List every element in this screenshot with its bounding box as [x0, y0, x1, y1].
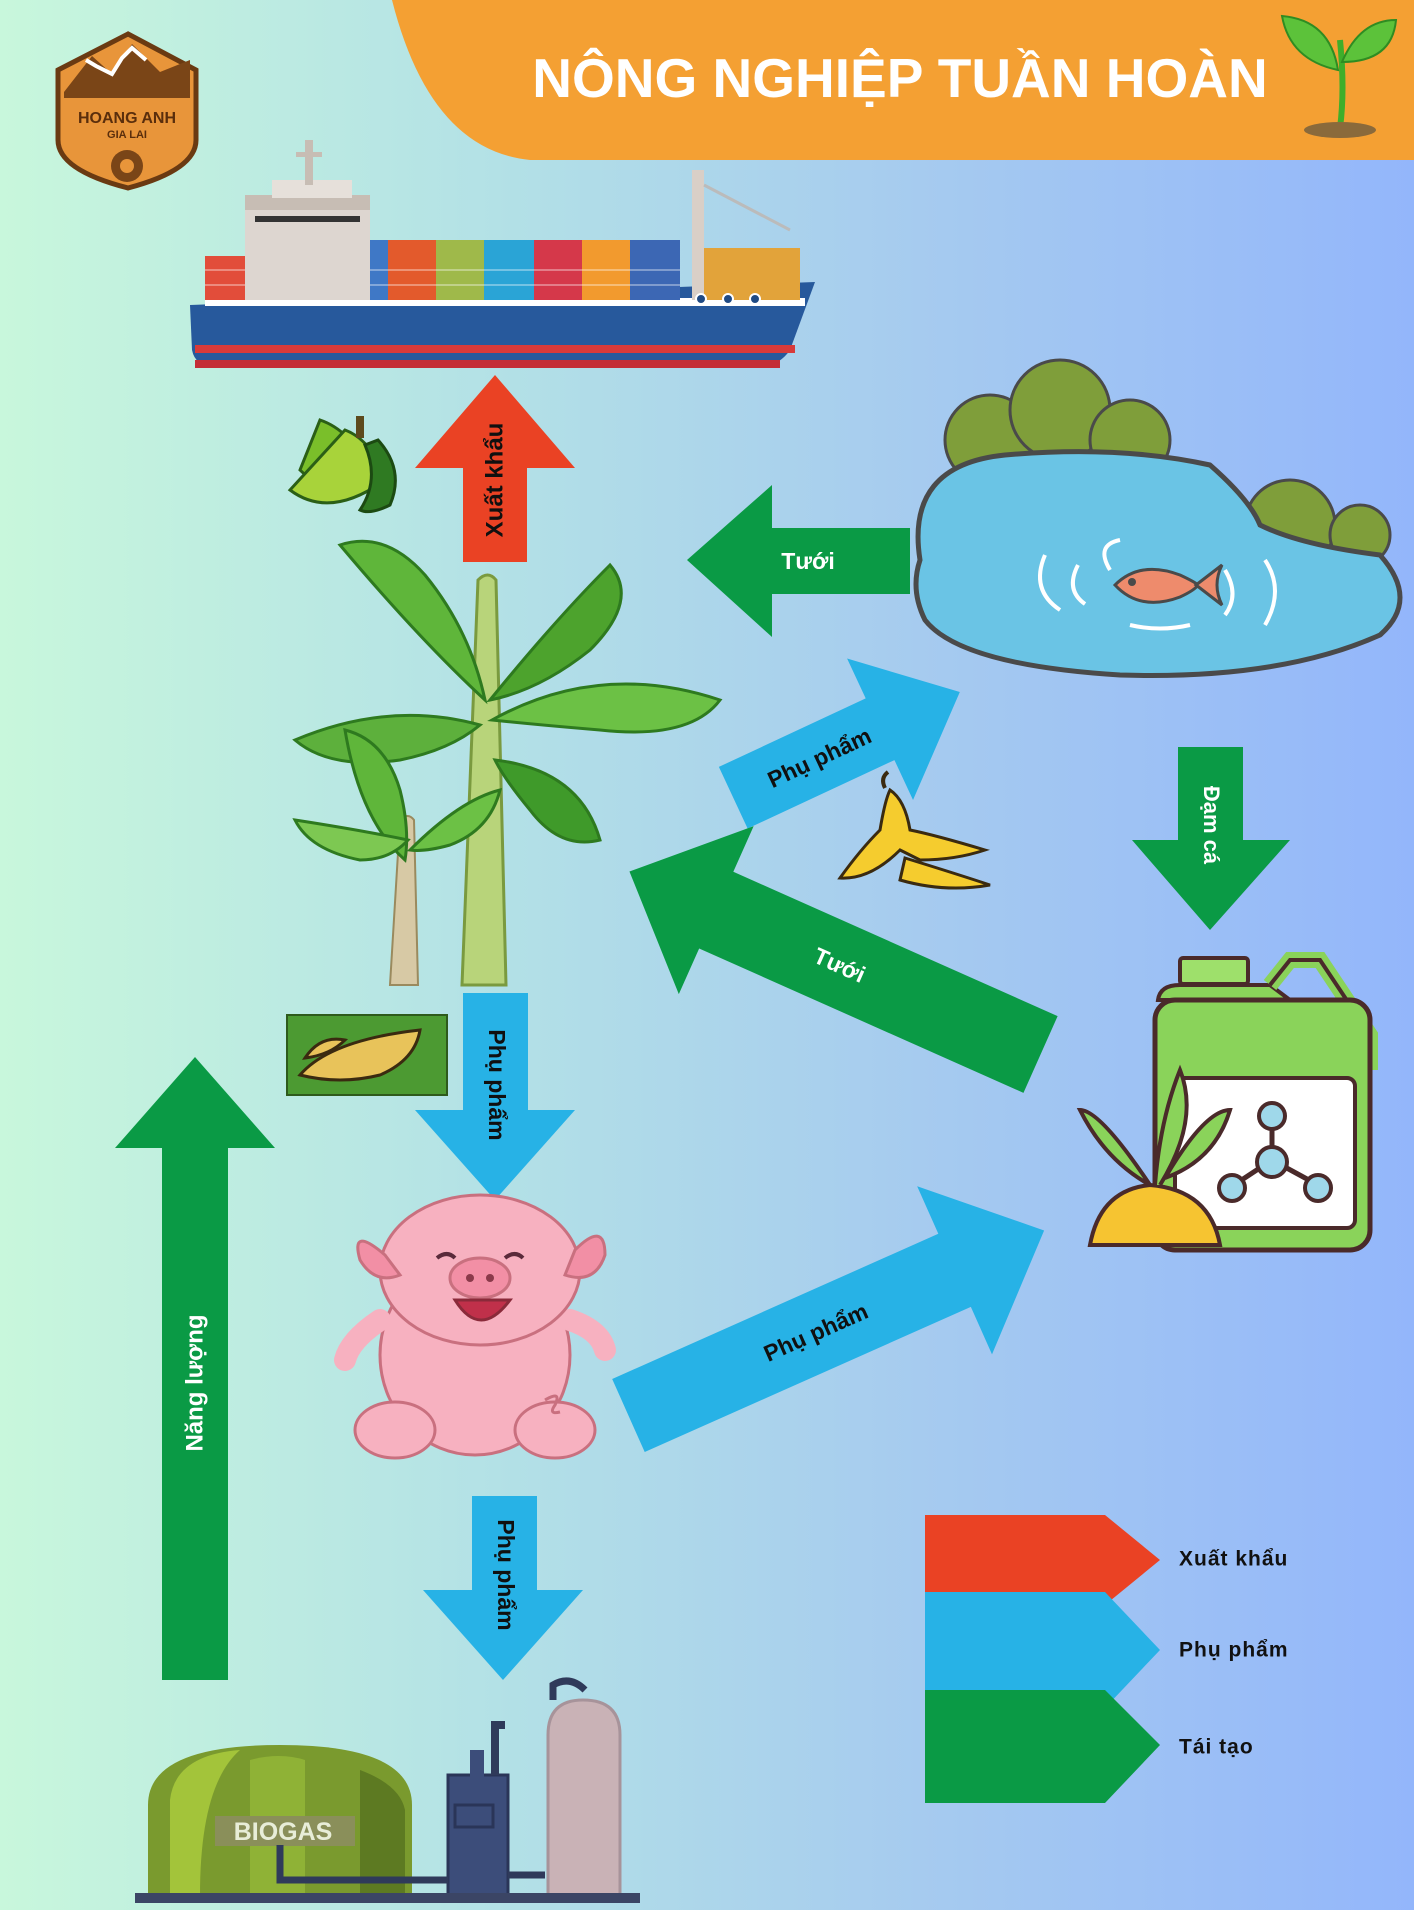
biogas-plant-icon: BIOGAS	[135, 1677, 640, 1903]
header-banner: NÔNG NGHIỆP TUẦN HOÀN	[392, 0, 1414, 160]
legend-swatch-export	[925, 1515, 1160, 1605]
export-arrow: Xuất khẩu	[415, 375, 575, 562]
ship-icon	[190, 140, 815, 368]
legend: Xuất khẩu Phụ phẩm Tái tạo	[925, 1515, 1289, 1803]
pig-icon	[334, 1193, 616, 1460]
ship-bridge	[245, 140, 370, 300]
legend-item-renew: Tái tạo	[925, 1690, 1254, 1803]
legend-label-byproduct: Phụ phẩm	[1179, 1639, 1289, 1662]
legend-item-byproduct: Phụ phẩm	[925, 1592, 1289, 1708]
energy-label: Năng lượng	[181, 1314, 208, 1451]
biogas-label: BIOGAS	[234, 1818, 333, 1846]
legend-swatch-renew	[925, 1690, 1160, 1803]
fish-nitrogen-label: Đạm cá	[1199, 786, 1224, 865]
byproduct-to-pig-label: Phụ phẩm	[484, 1029, 510, 1140]
fertilizer-jug-icon	[1076, 952, 1378, 1253]
banana-leaf-icon	[286, 1014, 448, 1096]
banana-peel-icon	[837, 770, 991, 890]
banana-tree-icon	[292, 539, 723, 987]
logo-line1: HOANG ANH	[78, 110, 176, 127]
byproduct-to-biogas-label: Phụ phẩm	[493, 1519, 519, 1630]
energy-arrow: Năng lượng	[115, 1057, 275, 1680]
irrigate-arrow-fertilizer: Tưới	[629, 826, 1058, 1093]
fish-nitrogen-arrow: Đạm cá	[1132, 747, 1290, 930]
legend-label-export: Xuất khẩu	[1179, 1548, 1288, 1571]
bananas-icon	[287, 416, 397, 514]
legend-item-export: Xuất khẩu	[925, 1515, 1288, 1605]
byproduct-arrow-to-pig: Phụ phẩm	[415, 993, 575, 1200]
page-title: NÔNG NGHIỆP TUẦN HOÀN	[532, 47, 1267, 109]
sprout-icon	[1280, 14, 1398, 138]
byproduct-arrow-to-fertilizer: Phụ phẩm	[612, 1186, 1045, 1453]
legend-label-renew: Tái tạo	[1179, 1736, 1254, 1759]
export-arrow-label: Xuất khẩu	[481, 423, 508, 538]
byproduct-arrow-to-biogas: Phụ phẩm	[423, 1496, 583, 1680]
company-logo: HOANG ANH GIA LAI	[55, 31, 199, 191]
logo-line2: GIA LAI	[107, 129, 147, 141]
fish-icon	[1112, 563, 1224, 607]
legend-swatch-byproduct	[925, 1592, 1160, 1708]
header-background	[392, 0, 1414, 160]
irrigate-top-label: Tưới	[781, 548, 834, 574]
irrigate-arrow-top: Tưới	[687, 485, 910, 637]
pond-icon	[913, 358, 1403, 678]
